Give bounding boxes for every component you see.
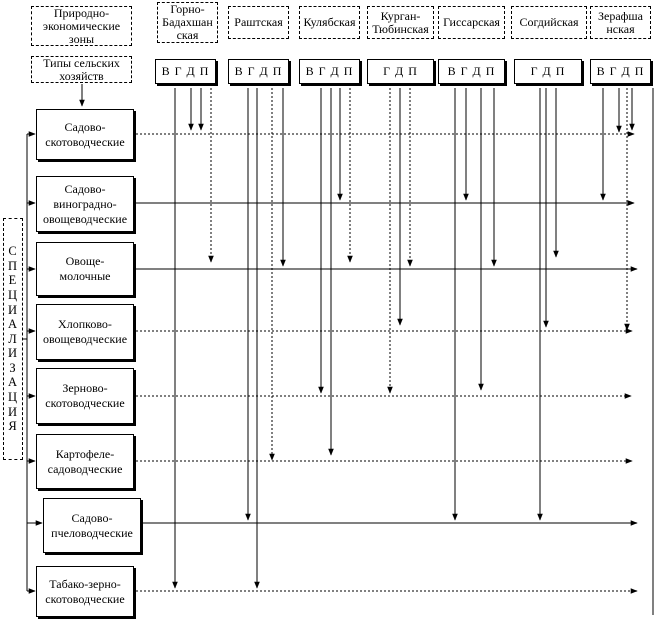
specialization-letter: З	[9, 360, 17, 375]
farm-type-box: Овоще-молочные	[36, 242, 134, 296]
farm-type-line: Садово-	[64, 181, 106, 196]
farm-type-line: садоводческие	[47, 461, 123, 476]
farm-type-box: Зерново-скотоводческие	[36, 368, 134, 424]
specialization-letter: Л	[8, 331, 18, 346]
region-codes: В Г Д П	[590, 59, 651, 84]
specialization-letter: Ц	[7, 390, 19, 405]
region-codes-label: В Г Д П	[305, 64, 354, 78]
region-name-line: Согдийская	[519, 15, 579, 29]
zones-header-label: Природно-экономические зоны	[42, 5, 121, 46]
farm-type-line: Зерново-	[62, 381, 108, 395]
region-codes: В Г Д П	[299, 59, 360, 84]
region-name-line: Кулябская	[303, 15, 356, 29]
region-name-line: Зерафша	[597, 8, 643, 23]
farm-type-line: Овоще-	[65, 254, 105, 268]
specialization-letter: Я	[8, 419, 18, 434]
region-name-line: Раштская	[234, 15, 283, 29]
region-header: Кулябская	[299, 6, 360, 39]
farm-type-line: скотоводческие	[45, 591, 125, 606]
region-codes-label: Г Д П	[530, 64, 566, 78]
specialization-letter: Е	[8, 273, 18, 288]
zones-header: Природно-экономические зоны	[31, 6, 132, 46]
region-name-line: Курган-	[380, 8, 421, 23]
region-codes: Г Д П	[367, 59, 434, 84]
region-codes-label: В Г Д П	[234, 64, 283, 78]
specialization-letter: Ц	[7, 287, 19, 302]
farm-type-box: Садово-скотоводческие	[36, 109, 134, 160]
region-codes-label: В Г Д П	[161, 64, 210, 78]
specialization-letter: И	[7, 302, 19, 317]
specialization-letter: П	[7, 258, 19, 273]
farm-type-box: Хлопково-овощеводческие	[36, 304, 134, 360]
farm-type-line: пчеловодческие	[51, 525, 133, 540]
farm-type-box: Садово-пчеловодческие	[43, 498, 141, 553]
specialization-letter: А	[7, 375, 19, 390]
farm-type-box: Садово-виноградно-овощеводческие	[36, 176, 134, 232]
farm-type-box: Табако-зерно-скотоводческие	[36, 566, 134, 617]
region-codes-label: Г Д П	[383, 64, 418, 78]
farm-type-line: Картофеле-	[55, 446, 115, 461]
farm-type-box: Картофеле-садоводческие	[36, 434, 134, 489]
region-header: Курган-Тюбинская	[367, 6, 434, 39]
types-header-label: Типы сельских хозяйств	[43, 55, 120, 83]
types-header: Типы сельских хозяйств	[31, 56, 132, 83]
farm-type-line: Табако-зерно-	[49, 576, 121, 591]
region-name-line: Бадахшан	[162, 15, 213, 29]
specialization-letter: И	[7, 346, 19, 361]
farm-type-line: Хлопково-	[58, 317, 112, 331]
farm-type-line: молочные	[59, 269, 111, 283]
farm-type-line: овощеводческие	[42, 211, 128, 226]
region-name-line: Тюбинская	[372, 21, 429, 36]
region-name-line: Гиссарская	[443, 15, 500, 29]
region-codes: В Г Д П	[155, 59, 216, 84]
specialization-letter: А	[7, 317, 19, 332]
specialization-letter: И	[7, 404, 19, 419]
farm-type-line: виноградно-	[53, 196, 117, 211]
region-header: Гиссарская	[438, 6, 505, 39]
region-codes: Г Д П	[514, 59, 582, 84]
region-name-line: ская	[176, 28, 199, 42]
region-header: Согдийская	[511, 6, 587, 39]
region-codes: В Г Д П	[438, 59, 505, 84]
specialization-letter: С	[8, 244, 18, 259]
farm-type-line: Садово-	[64, 119, 106, 134]
region-codes: В Г Д П	[228, 59, 289, 84]
farm-type-line: скотоводческие	[45, 396, 125, 410]
region-header: Раштская	[228, 6, 289, 39]
region-codes-label: В Г Д П	[596, 64, 645, 78]
farm-type-line: овощеводческие	[42, 332, 128, 346]
region-name-line: нская	[606, 21, 635, 36]
region-name-line: Горно-	[170, 2, 205, 16]
region-codes-label: В Г Д П	[447, 64, 496, 78]
farm-type-line: скотоводческие	[45, 134, 125, 149]
farm-type-line: Садово-	[71, 510, 113, 525]
